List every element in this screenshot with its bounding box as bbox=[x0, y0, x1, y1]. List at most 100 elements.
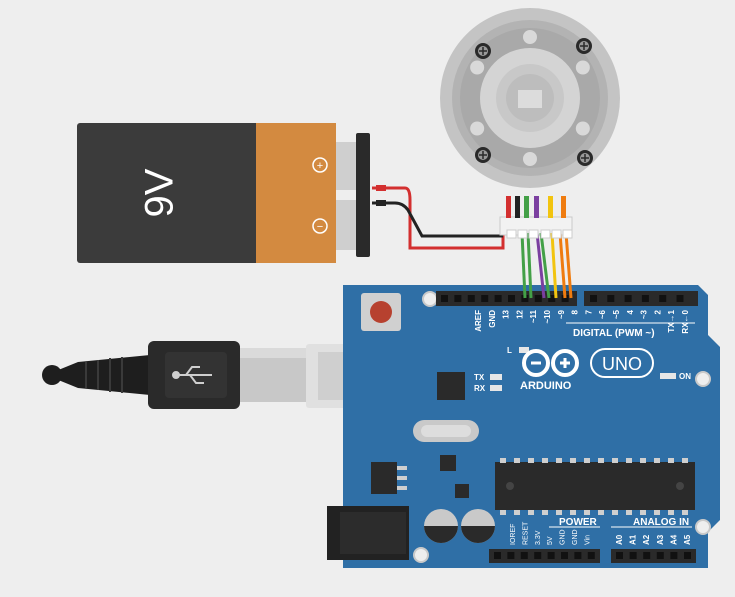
screw-icon bbox=[577, 150, 593, 166]
power-header[interactable] bbox=[489, 549, 600, 563]
mounting-hole-icon bbox=[695, 371, 711, 387]
header-pin-hole[interactable] bbox=[684, 552, 691, 559]
power-pin-label: 3.3V bbox=[535, 530, 542, 545]
screw-icon bbox=[475, 43, 491, 59]
digital-pin-label: ~5 bbox=[612, 309, 621, 319]
atmega-microcontroller bbox=[495, 462, 695, 510]
voltage-regulator bbox=[371, 462, 407, 494]
header-pin-hole[interactable] bbox=[624, 295, 632, 302]
encoder-motor[interactable] bbox=[440, 8, 620, 236]
rx-led bbox=[490, 385, 502, 391]
digital-pin-label: 2 bbox=[653, 309, 662, 314]
header-pin-hole[interactable] bbox=[534, 295, 542, 302]
digital-pin-label: 7 bbox=[584, 309, 593, 314]
digital-pin-label: ~6 bbox=[598, 309, 607, 319]
motor-ring-hole bbox=[470, 121, 485, 136]
uno-badge bbox=[590, 348, 654, 378]
digital-pin-label: RX←0 bbox=[681, 309, 690, 333]
header-pin-hole[interactable] bbox=[587, 552, 595, 559]
digital-pin-label: 12 bbox=[515, 309, 524, 318]
encoder-wire-stubs bbox=[506, 196, 566, 218]
header-pin-hole[interactable] bbox=[441, 295, 448, 302]
header-pin-hole[interactable] bbox=[676, 295, 684, 302]
on-led bbox=[660, 373, 676, 379]
header-pin-hole[interactable] bbox=[616, 552, 623, 559]
capacitor bbox=[424, 509, 458, 543]
header-pin-hole[interactable] bbox=[547, 552, 555, 559]
motor-ring-hole bbox=[575, 121, 590, 136]
usb-chip bbox=[437, 372, 465, 400]
l-led bbox=[519, 347, 529, 353]
header-pin-hole[interactable] bbox=[548, 295, 556, 302]
header-pin-hole[interactable] bbox=[481, 295, 489, 302]
analog-pin-label: A0 bbox=[615, 534, 624, 545]
small-chip bbox=[455, 484, 469, 498]
power-pin-label: Vin bbox=[584, 535, 591, 545]
header-pin-hole[interactable] bbox=[656, 552, 664, 559]
motor-ring-hole bbox=[523, 30, 537, 44]
header-pin-hole[interactable] bbox=[561, 295, 569, 302]
small-chip bbox=[440, 455, 456, 471]
motor-ring-hole bbox=[523, 152, 537, 166]
power-label: POWER bbox=[559, 517, 598, 528]
digital-header[interactable] bbox=[436, 291, 698, 306]
header-pin-hole[interactable] bbox=[659, 295, 667, 302]
minus-marker-icon bbox=[312, 218, 328, 234]
digital-pin-label: ~11 bbox=[529, 309, 538, 323]
analog-pin-label: A5 bbox=[683, 534, 692, 545]
header-pin-hole[interactable] bbox=[629, 552, 637, 559]
digital-pin-label: TX→1 bbox=[667, 309, 676, 332]
rx-label: RX bbox=[474, 384, 486, 393]
wire-red[interactable] bbox=[372, 186, 505, 250]
header-pin-hole[interactable] bbox=[454, 295, 462, 302]
header-pin-hole[interactable] bbox=[641, 295, 649, 302]
wire-yellow[interactable] bbox=[550, 232, 558, 299]
wire-green-2[interactable] bbox=[526, 232, 533, 299]
header-pin-hole[interactable] bbox=[643, 552, 651, 559]
wire-black[interactable] bbox=[372, 201, 503, 238]
minus-label: − bbox=[317, 221, 323, 233]
header-pin-hole[interactable] bbox=[561, 552, 568, 559]
wire-purple[interactable] bbox=[535, 232, 546, 299]
wire-orange[interactable] bbox=[558, 232, 567, 299]
battery-band bbox=[256, 123, 336, 263]
header-pin-hole[interactable] bbox=[534, 552, 542, 559]
analog-pin-label: A2 bbox=[642, 534, 651, 545]
header-pin-hole[interactable] bbox=[590, 295, 597, 302]
header-pin-hole[interactable] bbox=[508, 295, 515, 302]
uno-label: UNO bbox=[602, 354, 642, 374]
battery-clip bbox=[356, 133, 370, 257]
analog-header[interactable] bbox=[611, 549, 696, 563]
battery-terminal-minus[interactable] bbox=[336, 200, 358, 250]
arduino-brand-label: ARDUINO bbox=[520, 380, 572, 392]
header-pin-hole[interactable] bbox=[520, 552, 528, 559]
digital-pin-label: 4 bbox=[626, 309, 635, 314]
digital-pin-label: AREF bbox=[474, 310, 483, 332]
wire-green[interactable] bbox=[520, 232, 527, 299]
nine-volt-battery[interactable]: 9V + − bbox=[77, 123, 370, 263]
plus-marker-icon bbox=[312, 157, 328, 173]
header-pin-hole[interactable] bbox=[494, 295, 502, 302]
header-pin-hole[interactable] bbox=[494, 552, 501, 559]
header-pin-hole[interactable] bbox=[467, 295, 475, 302]
digital-pin-label: GND bbox=[488, 310, 497, 328]
power-barrel-jack[interactable] bbox=[327, 506, 409, 560]
header-pin-hole[interactable] bbox=[574, 552, 582, 559]
power-pin-label: 5V bbox=[547, 536, 554, 545]
digital-pin-label: ~9 bbox=[557, 309, 566, 319]
header-pin-hole[interactable] bbox=[507, 552, 515, 559]
digital-pin-label: ~10 bbox=[543, 309, 552, 323]
header-pin-hole[interactable] bbox=[521, 295, 529, 302]
analog-in-label: ANALOG IN bbox=[633, 517, 689, 528]
battery-voltage-label: 9V bbox=[138, 168, 182, 217]
wire-orange-2[interactable] bbox=[564, 232, 573, 299]
battery-terminal-plus[interactable] bbox=[336, 142, 358, 190]
capacitor bbox=[461, 509, 495, 543]
header-pin-hole[interactable] bbox=[670, 552, 678, 559]
on-label: ON bbox=[679, 372, 691, 381]
reset-button[interactable] bbox=[361, 293, 401, 331]
header-pin-hole[interactable] bbox=[607, 295, 615, 302]
wire-green-3[interactable] bbox=[539, 232, 551, 299]
